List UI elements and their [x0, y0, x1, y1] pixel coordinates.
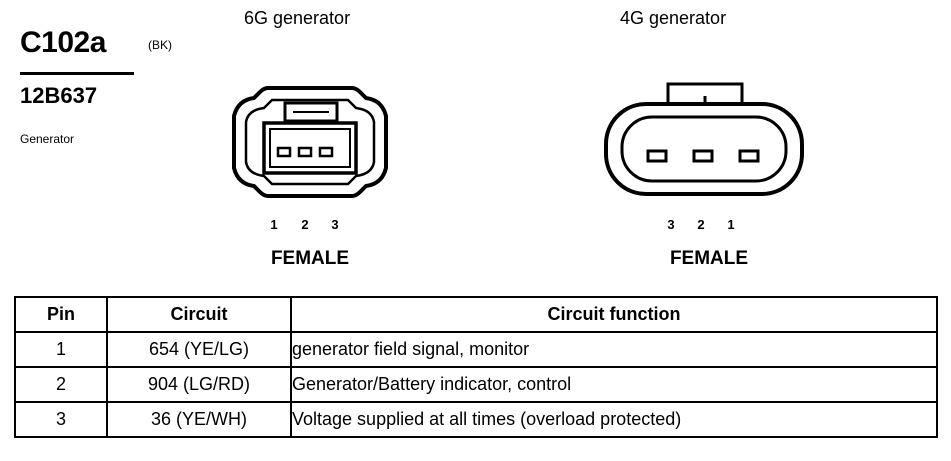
- gender-label-4g: FEMALE: [669, 248, 749, 269]
- table-row: 3 36 (YE/WH) Voltage supplied at all tim…: [14, 401, 938, 438]
- connector-6g-terminal-2: [297, 146, 313, 158]
- pin-label: 2: [697, 217, 705, 232]
- table-row: 2 904 (LG/RD) Generator/Battery indicato…: [14, 366, 938, 403]
- connector-6g-inner-housing: [244, 98, 376, 186]
- connector-4g-terminal-1: [738, 149, 760, 163]
- header-circuit-function: Circuit function: [290, 296, 938, 333]
- pin-label: 2: [301, 217, 309, 232]
- cell-function: Generator/Battery indicator, control: [290, 366, 938, 403]
- connector-6g-housing: [232, 86, 388, 198]
- cell-pin: 3: [14, 401, 108, 438]
- connector-id: C102a: [20, 26, 106, 59]
- connector-color-code: (BK): [148, 38, 172, 52]
- cell-circuit: 904 (LG/RD): [106, 366, 292, 403]
- header-circuit: Circuit: [106, 296, 292, 333]
- pin-label: 1: [270, 217, 278, 232]
- header-pin: Pin: [14, 296, 108, 333]
- connector-4g-housing: [604, 102, 804, 196]
- view-title-6g: 6G generator: [244, 8, 351, 28]
- view-title-4g: 4G generator: [620, 8, 727, 28]
- connector-6g-lock-tab: [283, 101, 339, 123]
- part-number: 12B637: [20, 83, 98, 108]
- connector-6g-cavity-inner: [269, 128, 351, 168]
- connector-4g-inner-housing: [620, 115, 788, 183]
- pin-label: 3: [667, 217, 675, 232]
- header-divider: [20, 72, 134, 75]
- gender-label-6g: FEMALE: [270, 248, 350, 269]
- cell-circuit: 654 (YE/LG): [106, 331, 292, 368]
- pin-labels-6g: 1 2 3 3 2 1: [0, 217, 951, 237]
- cell-function: generator field signal, monitor: [290, 331, 938, 368]
- connector-6g-terminal-3: [318, 146, 334, 158]
- table-header-row: Pin Circuit Circuit function: [14, 296, 938, 333]
- cell-circuit: 36 (YE/WH): [106, 401, 292, 438]
- connector-4g-terminal-3: [646, 149, 668, 163]
- cell-pin: 2: [14, 366, 108, 403]
- pin-label: 3: [331, 217, 339, 232]
- connector-6g-terminal-1: [276, 146, 292, 158]
- connector-6g-cavity-block: [262, 121, 358, 175]
- cell-pin: 1: [14, 331, 108, 368]
- connector-4g-terminal-2: [692, 149, 714, 163]
- component-name: Generator: [20, 132, 75, 146]
- pin-label: 1: [727, 217, 735, 232]
- cell-function: Voltage supplied at all times (overload …: [290, 401, 938, 438]
- pinout-table: Pin Circuit Circuit function 1 654 (YE/L…: [14, 296, 938, 438]
- table-row: 1 654 (YE/LG) generator field signal, mo…: [14, 331, 938, 368]
